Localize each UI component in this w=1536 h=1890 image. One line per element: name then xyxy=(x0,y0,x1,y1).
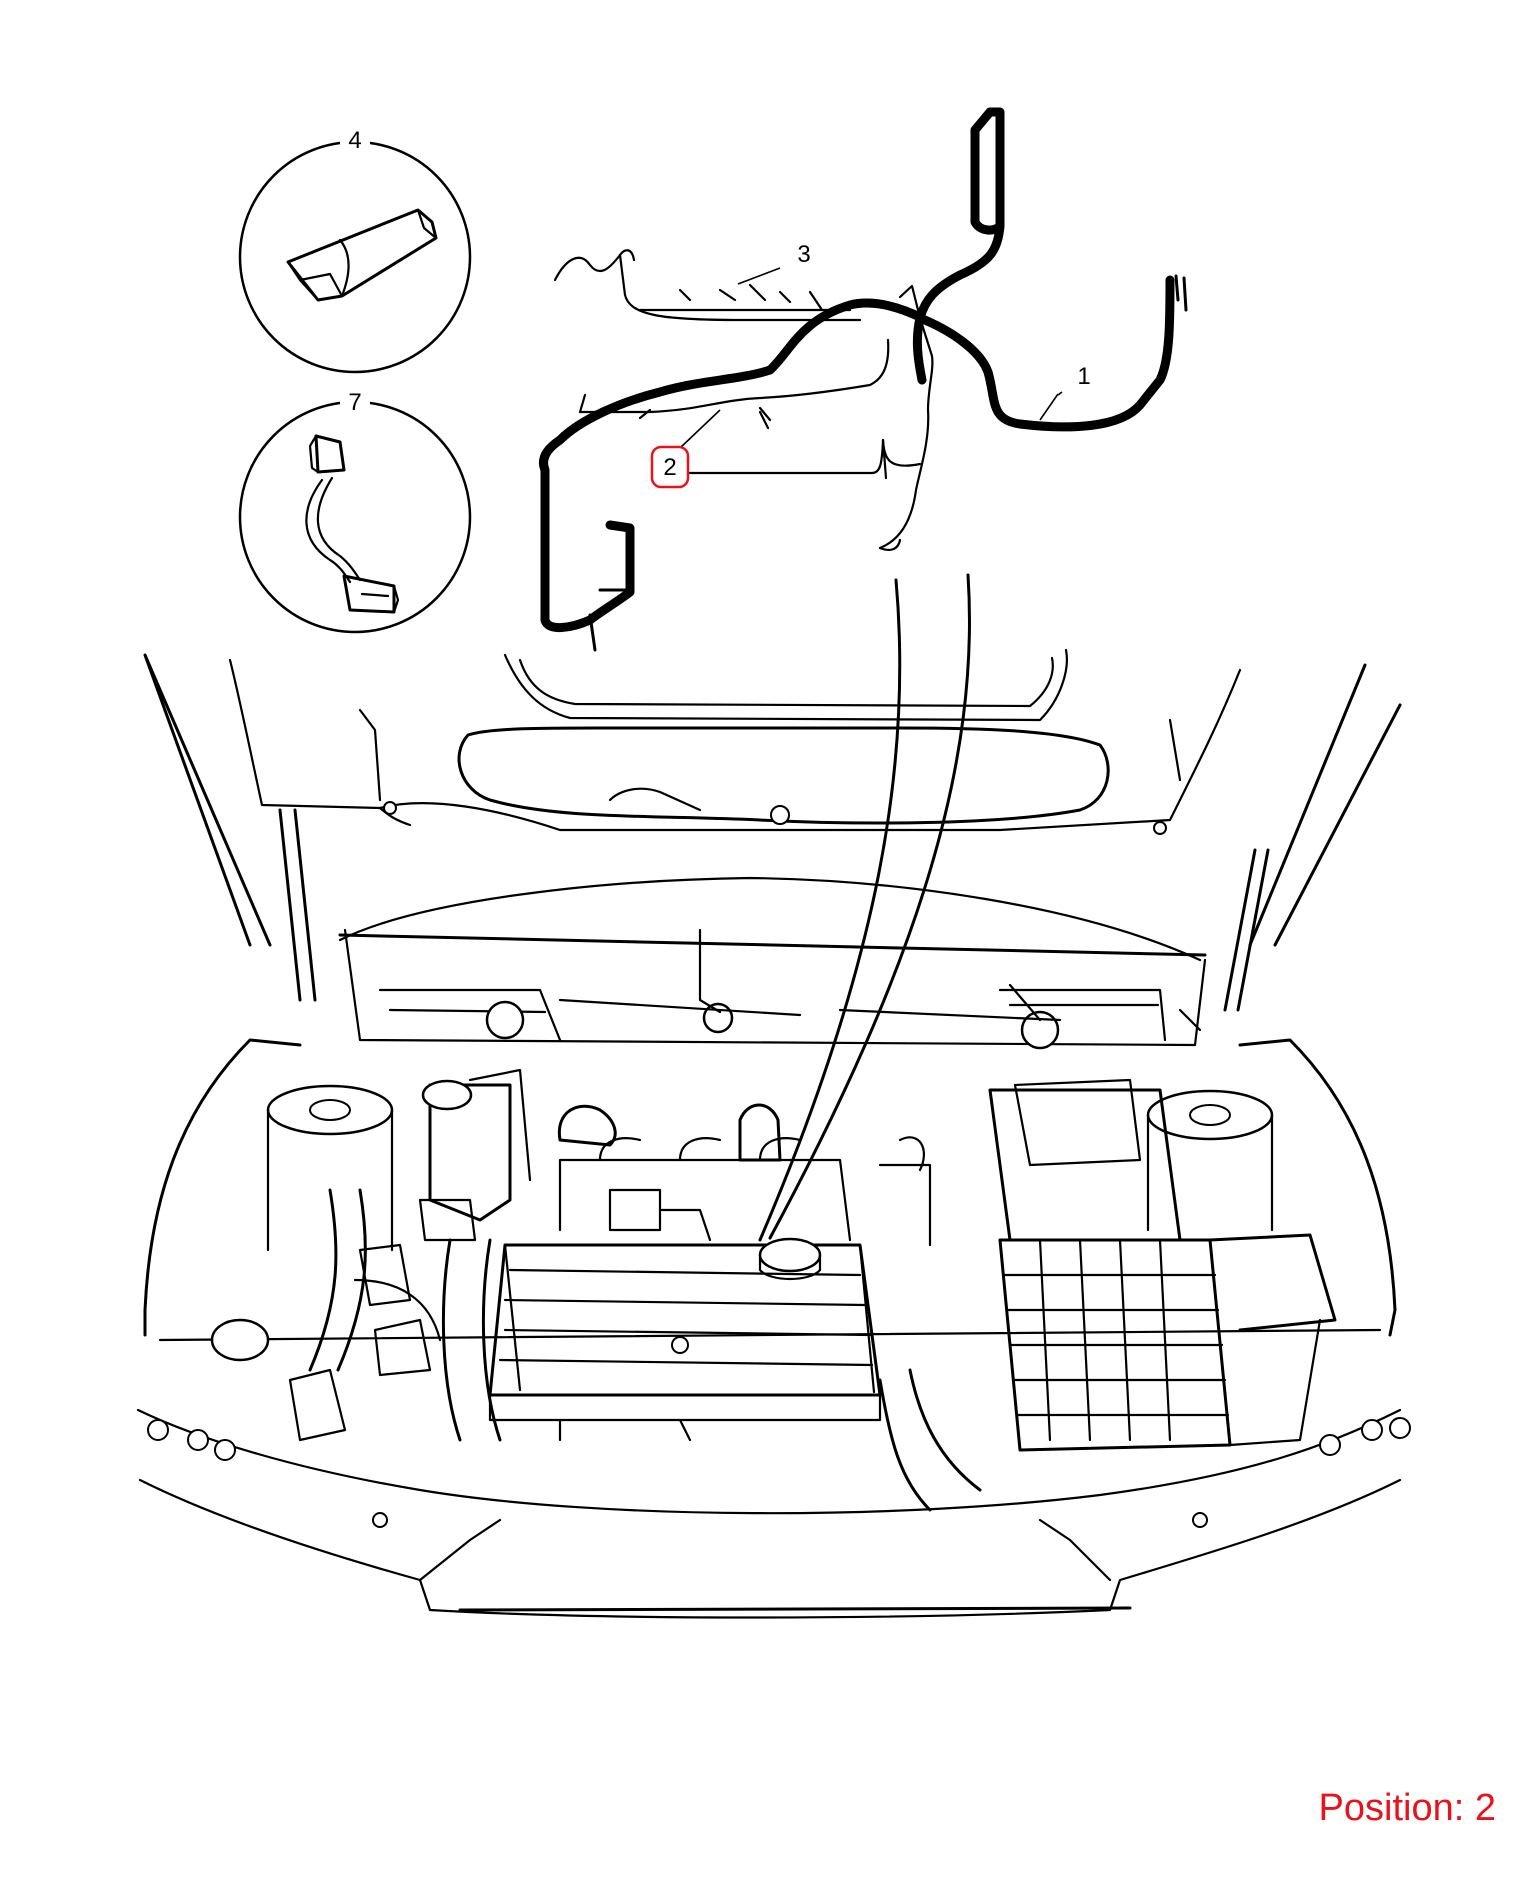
callout-2: 2 xyxy=(663,454,676,481)
position-label: Position: 2 xyxy=(1318,1787,1496,1829)
wiring-harness[interactable] xyxy=(539,107,1188,1242)
connector-pigtail-part xyxy=(305,434,400,614)
callout-4: 4 xyxy=(348,127,361,154)
callout-1: 1 xyxy=(1077,363,1090,390)
inset-detail-4[interactable]: 4 xyxy=(238,126,472,374)
harness-sleeve-part xyxy=(286,208,438,302)
callout-3: 3 xyxy=(797,241,810,268)
inset-detail-7[interactable]: 7 xyxy=(238,388,472,634)
engine-bay-illustration xyxy=(136,648,1411,1619)
callout-7: 7 xyxy=(348,389,361,416)
callout-2-highlight[interactable]: 2 xyxy=(650,445,690,489)
